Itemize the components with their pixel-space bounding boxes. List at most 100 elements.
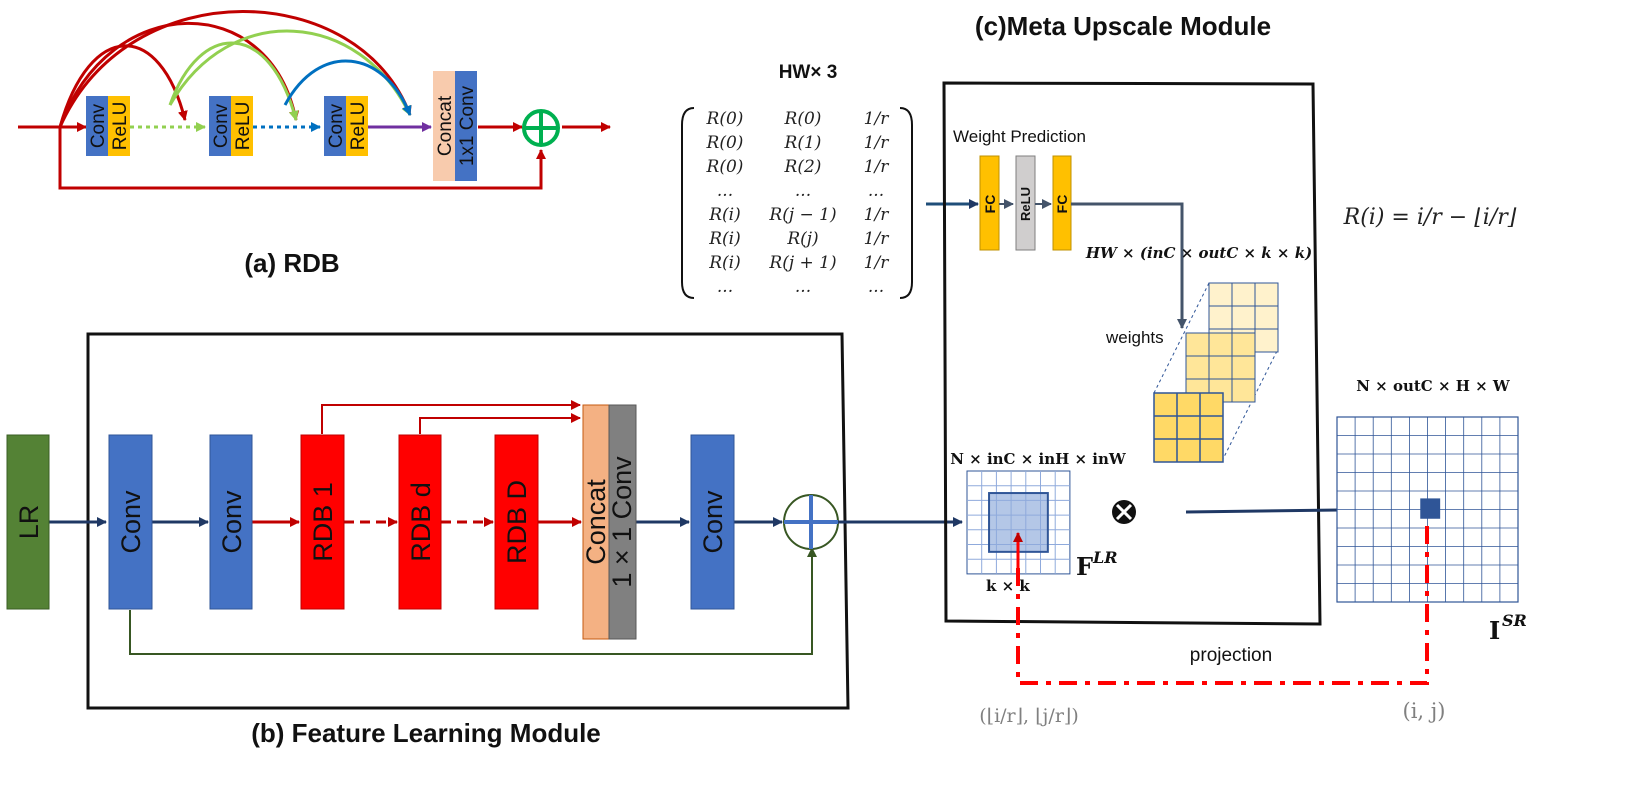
flr-dim-label: N × inC × inH × inW (950, 450, 1127, 468)
matrix-cell: R(2) (784, 157, 822, 177)
rdb-D-block: RDB D (494, 434, 539, 610)
lr-input-block: LR (6, 434, 50, 610)
fc-label: FC (1054, 195, 1070, 214)
global-residual-skip (129, 547, 817, 655)
concat-conv1x1-block: Concat 1 × 1 Conv (581, 404, 637, 640)
matrix-cell: 1/r (864, 157, 890, 177)
rdb-dense-arc (283, 59, 412, 116)
rdb-conv-block (324, 96, 346, 156)
conv-block-3: Conv (690, 434, 735, 610)
lr-label: LR (14, 505, 44, 540)
matrix-cell: R(0) (784, 109, 822, 129)
rdb-concat-link (419, 413, 581, 434)
rdb-residual-skip (58, 127, 546, 190)
rdb-relu-block (108, 96, 130, 156)
conv1x1-label: 1 × 1 Conv (607, 456, 637, 588)
offset-formula: R(i) = i/r − ⌊i/r⌋ (1343, 205, 1517, 230)
rdb-conv-label: Conv (326, 103, 347, 148)
rdb-dense-arc (58, 44, 188, 128)
flr-label: F LR (1076, 548, 1118, 581)
matrix-cell: R(j) (786, 229, 818, 249)
concat-block (582, 404, 610, 640)
rdb-conv1x1-label: 1x1 Conv (457, 85, 478, 166)
fc-to-weights-arrow (1071, 202, 1187, 329)
rdb-conv-label: Conv (211, 103, 232, 148)
conv-block-1: Conv (108, 434, 153, 610)
relu-label: ReLU (1018, 187, 1033, 221)
rdb-conv-label: Conv (88, 103, 109, 148)
fc-label: FC (982, 195, 998, 214)
lr-coordinate-label: (⌊i/r⌋, ⌊j/r⌋) (979, 705, 1079, 727)
rdb-dense-arc (58, 10, 412, 128)
feature-learning-panel: LR Conv Conv RDB 1 RDB d RDB D Concat 1 … (6, 332, 850, 748)
meta-upscale-frame (942, 81, 1322, 626)
matrix-cell: ... (795, 181, 811, 201)
matrix-cell: R(i) (708, 205, 741, 225)
matrix-cell: 1/r (864, 229, 890, 249)
matrix-cell: ... (717, 277, 733, 297)
svg-text:F: F (1076, 552, 1093, 581)
rdb-conv1x1-block (455, 71, 477, 181)
isr-label: I SR (1489, 611, 1527, 645)
matrix-cell: 1/r (864, 253, 890, 273)
matrix-cell: R(0) (706, 157, 744, 177)
matrix-cell: R(j − 1) (768, 205, 836, 225)
matrix-cells: R(0)R(0)1/rR(0)R(1)1/rR(0)R(2)1/r.......… (706, 109, 890, 297)
matrix-cell: 1/r (864, 109, 890, 129)
rdb-D-label: RDB D (502, 480, 532, 564)
meta-upscale-title: (c)Meta Upscale Module (975, 11, 1271, 41)
matrix-cell: R(0) (706, 133, 744, 153)
rdb-sum-node (522, 109, 560, 147)
matrix-cell: ... (868, 277, 884, 297)
rdb-concat-label: Concat (435, 95, 456, 156)
matrix-cell: ... (717, 181, 733, 201)
weight-prediction-net: FC ReLU FC (979, 155, 1187, 329)
svg-text:LR: LR (1092, 548, 1118, 567)
global-sum-node (783, 494, 839, 550)
matrix-cell: R(i) (708, 253, 741, 273)
matrix-left-bracket (681, 107, 695, 299)
matrix-header: HW× 3 (779, 62, 838, 83)
rdb-unit-2: Conv ReLU (209, 96, 254, 156)
rdb-d-label: RDB d (406, 482, 436, 562)
projection-label: projection (1190, 645, 1272, 666)
conv-block-2: Conv (209, 434, 253, 610)
rdb-1-block: RDB 1 (300, 434, 345, 610)
feature-learning-title: (b) Feature Learning Module (251, 718, 601, 748)
isr-dim-label: N × outC × H × W (1356, 377, 1511, 395)
weights-label: weights (1105, 328, 1164, 347)
weight-grid (1185, 332, 1256, 403)
conv-label: Conv (116, 490, 146, 554)
rdb-relu-label: ReLU (110, 102, 131, 151)
rdb-relu-label: ReLU (348, 102, 369, 151)
rdb-concat-link (321, 400, 581, 434)
conv-label: Conv (217, 490, 247, 554)
rdb-1-label: RDB 1 (308, 482, 338, 562)
multiply-icon (1112, 500, 1136, 524)
conv1x1-block (608, 404, 637, 640)
rdb-relu-block (346, 96, 368, 156)
matrix-cell: ... (795, 277, 811, 297)
rdb-concat-unit: Concat 1x1 Conv (433, 71, 478, 181)
rdb-d-block: RDB d (398, 434, 442, 610)
matrix-cell: R(j + 1) (768, 253, 836, 273)
matrix-right-bracket (899, 107, 913, 299)
matrix-cell: 1/r (864, 133, 890, 153)
conv-label: Conv (698, 490, 728, 554)
rdb-title: (a) RDB (244, 248, 339, 278)
weights-stack (1153, 282, 1279, 463)
weight-grid (1153, 392, 1224, 463)
rdb-conv-block (86, 96, 108, 156)
projection-line (1016, 519, 1429, 685)
rdb-concat-block (433, 71, 455, 181)
rdb-relu-block (231, 96, 253, 156)
rdb-relu-label: ReLU (233, 102, 254, 151)
rdb-panel: Conv ReLU Conv ReLU Conv ReLU Concat 1x1… (18, 10, 611, 278)
target-pixel (1420, 498, 1441, 519)
matrix-cell: 1/r (864, 205, 890, 225)
position-matrix: HW× 3 R(0)R(0)1/rR(0)R(1)1/rR(0)R(2)1/r.… (681, 62, 913, 299)
rdb-unit-1: Conv ReLU (86, 96, 131, 156)
matrix-cell: R(i) (708, 229, 741, 249)
matrix-cell: R(1) (784, 133, 822, 153)
